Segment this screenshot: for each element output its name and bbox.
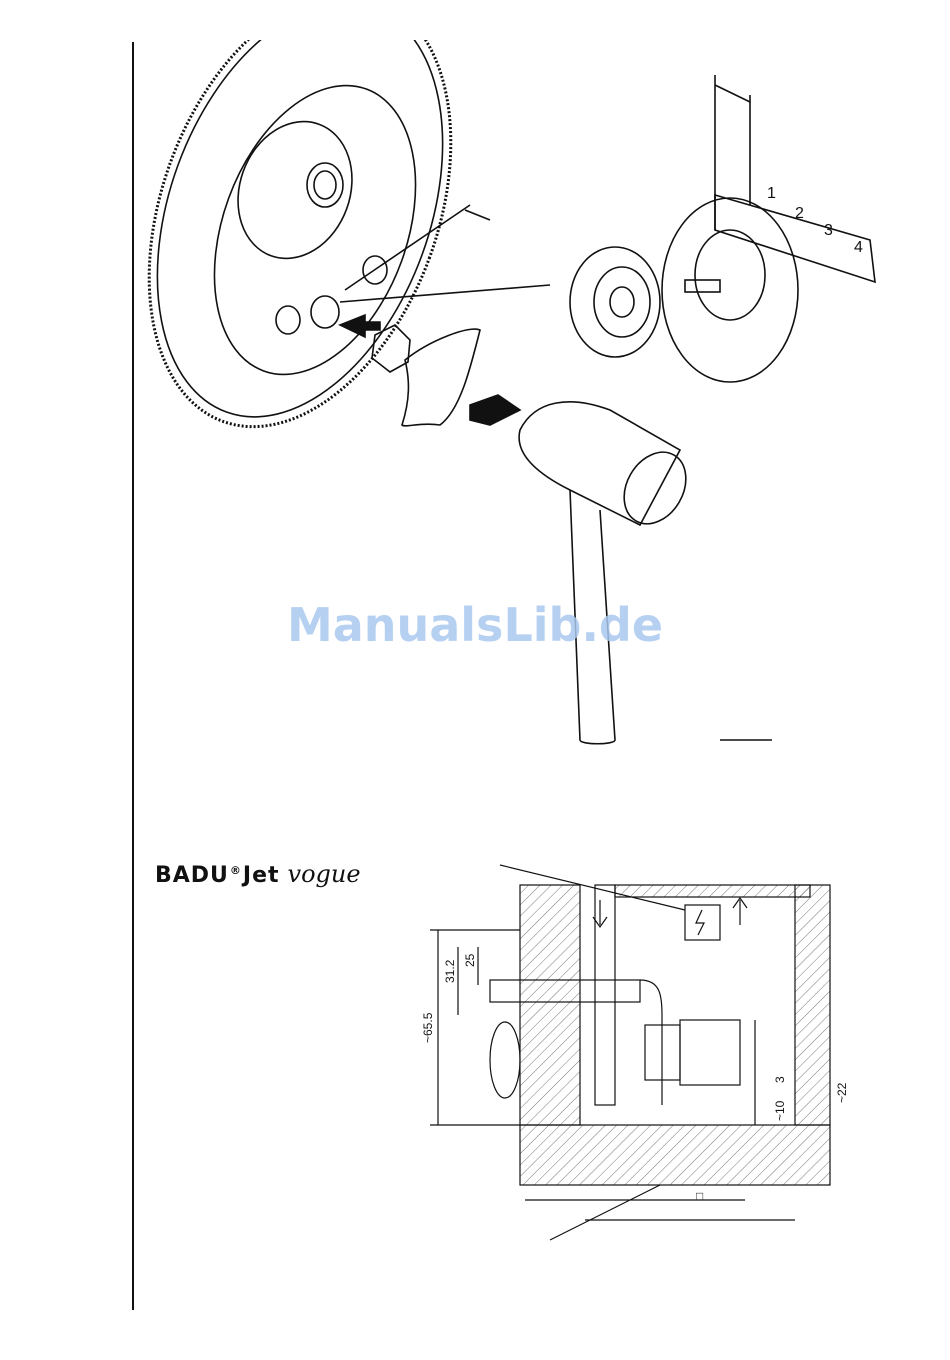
- mallet-face: [612, 441, 698, 535]
- pin: [685, 280, 720, 292]
- dim-label-10: ~10: [773, 1100, 787, 1121]
- watermark: ManualsLib.de: [0, 598, 950, 652]
- dim-label-square: □: [696, 1189, 703, 1203]
- nozzle-outer: [307, 163, 343, 207]
- dim-label-31-2: 31.2: [443, 959, 457, 983]
- nozzle-inner: [314, 171, 336, 199]
- brand-name-main: BADU: [155, 863, 229, 888]
- cloth: [402, 329, 480, 426]
- push-arrow-large: [470, 395, 520, 425]
- inner-disc: [219, 105, 370, 274]
- leader-line: [345, 205, 470, 290]
- serrated-edge: [140, 40, 507, 469]
- dim-label-3: 3: [773, 1076, 787, 1083]
- nozzle-front: [490, 1022, 520, 1098]
- wall-hatch: [520, 885, 580, 1125]
- detail-nozzle-core: [610, 287, 634, 317]
- detail-nozzle-inner: [594, 267, 650, 337]
- floor-hatch: [520, 1125, 830, 1185]
- page-margin-rule: [132, 42, 134, 1310]
- push-arrow-small: [340, 315, 380, 337]
- ruler-tick-1: 1: [767, 185, 776, 202]
- up-arrow: [733, 898, 747, 925]
- leader-bottom: [550, 1185, 660, 1240]
- face-plate: [177, 58, 453, 403]
- top-slab: [615, 885, 810, 897]
- brand-name: BADU®Jet: [155, 863, 280, 888]
- motor: [680, 1020, 740, 1085]
- mallet-head: [519, 402, 680, 525]
- dim-label-22: ~22: [835, 1082, 849, 1103]
- dim-line: [715, 85, 750, 102]
- ruler-tick-2: 2: [795, 205, 804, 222]
- ruler-tick-3: 3: [824, 222, 833, 239]
- installation-section-drawing: 31.2 25 ~65.5 3 ~10 ~22 □: [400, 855, 850, 1255]
- dim-label-65-5: ~65.5: [421, 1012, 435, 1043]
- electrical-icon: [696, 910, 704, 935]
- dim-tick: [465, 210, 490, 220]
- nozzle-assembly-illustration: 1 2 3 4: [140, 40, 930, 760]
- brand-script: vogue: [288, 860, 361, 888]
- brand-logo: BADU®Jet vogue: [155, 860, 361, 888]
- leader-line-2: [340, 285, 550, 302]
- brand-reg-mark: ®: [230, 864, 242, 877]
- pipe-bend: [640, 980, 662, 1105]
- fitting-2: [276, 306, 300, 334]
- detail-nozzle: [570, 247, 660, 357]
- ruler-tick-labels: 1 2 3 4: [767, 185, 863, 256]
- ruler-tick-4: 4: [854, 239, 863, 256]
- detail-circle: [662, 198, 798, 382]
- dim-label-25: 25: [463, 953, 477, 967]
- vertical-tube: [595, 885, 615, 1105]
- brand-product: Jet: [243, 863, 280, 888]
- right-wall-hatch: [795, 885, 830, 1125]
- fitting-center: [311, 296, 339, 328]
